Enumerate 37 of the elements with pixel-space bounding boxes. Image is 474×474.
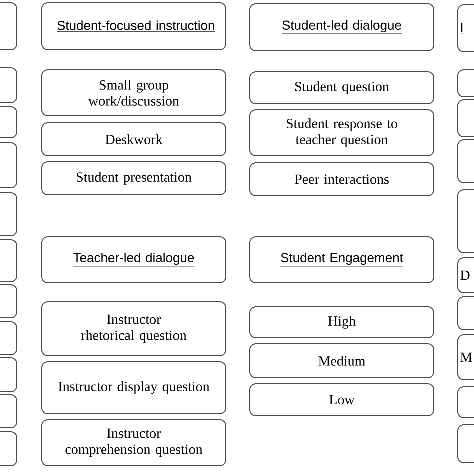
category-box: High	[250, 306, 434, 338]
box	[458, 424, 474, 464]
box	[458, 296, 474, 330]
category-box: Peer interactions	[250, 162, 434, 196]
heading-box: Student-focused instruction	[42, 2, 226, 50]
category-box: Student question	[250, 72, 434, 104]
category-box: Student response to teacher question	[250, 110, 434, 156]
box	[0, 284, 18, 318]
box	[0, 240, 18, 282]
heading-box: I	[458, 4, 474, 52]
box	[0, 2, 18, 50]
category-box: Instructor display question	[42, 362, 226, 414]
box	[0, 106, 18, 138]
box	[458, 140, 474, 184]
category-box: Instructor comprehension question	[42, 420, 226, 466]
category-box: Student presentation	[42, 162, 226, 196]
category-box: M	[458, 334, 474, 380]
category-box: Small group work/discussion	[42, 70, 226, 116]
category-box: Low	[250, 384, 434, 416]
box	[458, 386, 474, 418]
box	[0, 358, 18, 392]
box	[458, 70, 474, 98]
category-box: Deskwork	[42, 122, 226, 156]
heading-box: Teacher-led dialogue	[42, 236, 226, 284]
category-box: Medium	[250, 344, 434, 378]
box	[0, 192, 18, 236]
heading-box: Student Engagement	[250, 236, 434, 284]
box	[0, 142, 18, 188]
box	[0, 432, 18, 466]
box	[0, 68, 18, 104]
heading-box: Student-led dialogue	[250, 4, 434, 52]
box	[0, 322, 18, 356]
box	[458, 100, 474, 138]
category-box: D	[458, 258, 474, 294]
box	[0, 394, 18, 428]
category-box: Instructor rhetorical question	[42, 302, 226, 356]
box	[458, 190, 474, 254]
